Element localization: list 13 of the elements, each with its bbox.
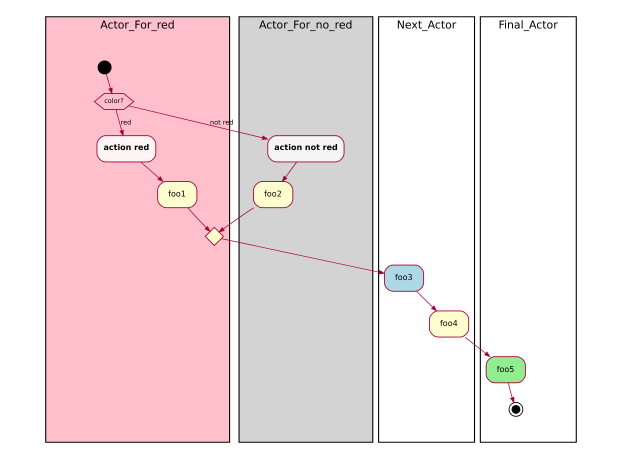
arrow bbox=[508, 382, 514, 404]
arrow bbox=[220, 238, 385, 274]
arrow bbox=[281, 162, 296, 182]
arrow bbox=[416, 291, 437, 312]
node-circle bbox=[508, 402, 523, 417]
node-circle bbox=[97, 60, 112, 74]
arrow bbox=[218, 208, 254, 233]
arrow bbox=[464, 336, 490, 358]
arrow bbox=[105, 73, 112, 94]
arrow bbox=[115, 109, 124, 137]
arrow bbox=[140, 162, 164, 182]
arrow bbox=[128, 105, 268, 140]
arrow bbox=[187, 207, 210, 232]
